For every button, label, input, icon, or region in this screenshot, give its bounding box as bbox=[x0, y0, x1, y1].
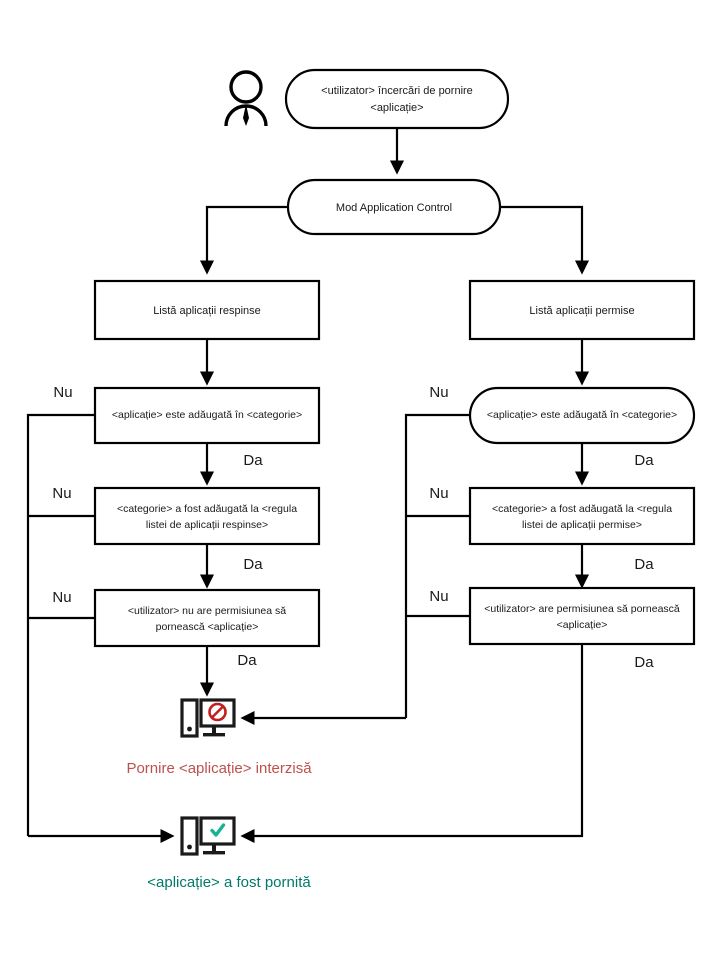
node-start: <utilizator> încercări de pornire <aplic… bbox=[284, 68, 510, 130]
node-start-label-line2: <aplicație> bbox=[370, 102, 423, 114]
edge-mode-to-allowlist bbox=[500, 205, 590, 275]
node-start-label-line1: <utilizator> încercări de pornire bbox=[321, 85, 473, 97]
node-right-permission: <utilizator> are permisiunea să porneasc… bbox=[468, 586, 696, 646]
edge-label-right-d1-yes: Da bbox=[634, 452, 654, 469]
node-allowlist: Listă aplicații permise bbox=[468, 279, 696, 341]
node-right-category-rule-line1: <categorie> a fost adăugată la <regula bbox=[492, 503, 672, 515]
node-denylist: Listă aplicații respinse bbox=[93, 279, 321, 341]
edge-label-left-d3-no: Nu bbox=[52, 589, 71, 606]
edge-label-left-d2-yes: Da bbox=[243, 556, 263, 573]
node-left-category-rule-line2: listei de aplicații respinse> bbox=[146, 519, 268, 531]
node-left-app-category-label: <aplicație> este adăugată în <categorie> bbox=[112, 409, 302, 421]
edge-right-d3-yes bbox=[240, 644, 584, 844]
outcome-denied-label: Pornire <aplicație> interzisă bbox=[126, 760, 312, 777]
node-right-category-rule-line2: listei de aplicații permise> bbox=[522, 519, 642, 531]
node-right-app-category-label: <aplicație> este adăugată în <categorie> bbox=[487, 409, 677, 421]
edge-label-right-d2-no: Nu bbox=[429, 485, 448, 502]
node-left-permission: <utilizator> nu are permisiunea să porne… bbox=[93, 588, 321, 648]
edge-right-d1-no bbox=[404, 413, 470, 718]
node-left-app-category: <aplicație> este adăugată în <categorie> bbox=[93, 386, 321, 445]
outcome-allowed-label: <aplicație> a fost pornită bbox=[147, 874, 311, 891]
node-left-category-rule: <categorie> a fost adăugată la <regula l… bbox=[93, 486, 321, 546]
user-icon bbox=[224, 70, 268, 127]
computer-allowed-icon bbox=[180, 816, 236, 856]
edge-label-left-d1-yes: Da bbox=[243, 452, 263, 469]
node-right-permission-line2: <aplicație> bbox=[557, 619, 608, 631]
edge-left-d1-no bbox=[26, 413, 95, 836]
edge-label-right-d3-no: Nu bbox=[429, 588, 448, 605]
edge-label-right-d3-yes: Da bbox=[634, 654, 654, 671]
node-mode-label: Mod Application Control bbox=[336, 202, 452, 214]
node-right-app-category: <aplicație> este adăugată în <categorie> bbox=[468, 386, 696, 445]
node-right-permission-line1: <utilizator> are permisiunea să porneasc… bbox=[484, 603, 680, 615]
edge-label-left-d2-no: Nu bbox=[52, 485, 71, 502]
node-denylist-label: Listă aplicații respinse bbox=[153, 305, 261, 317]
edge-label-right-d1-no: Nu bbox=[429, 384, 448, 401]
edge-label-right-d2-yes: Da bbox=[634, 556, 654, 573]
edge-label-left-d1-no: Nu bbox=[53, 384, 72, 401]
node-allowlist-label: Listă aplicații permise bbox=[529, 305, 634, 317]
computer-blocked-icon bbox=[180, 698, 236, 738]
node-mode: Mod Application Control bbox=[286, 178, 502, 236]
edge-mode-to-denylist bbox=[199, 205, 288, 275]
edge-label-left-d3-yes: Da bbox=[237, 652, 257, 669]
node-left-permission-line2: pornească <aplicație> bbox=[156, 621, 259, 633]
node-right-category-rule: <categorie> a fost adăugată la <regula l… bbox=[468, 486, 696, 546]
node-left-permission-line1: <utilizator> nu are permisiunea să bbox=[128, 605, 286, 617]
node-left-category-rule-line1: <categorie> a fost adăugată la <regula bbox=[117, 503, 297, 515]
